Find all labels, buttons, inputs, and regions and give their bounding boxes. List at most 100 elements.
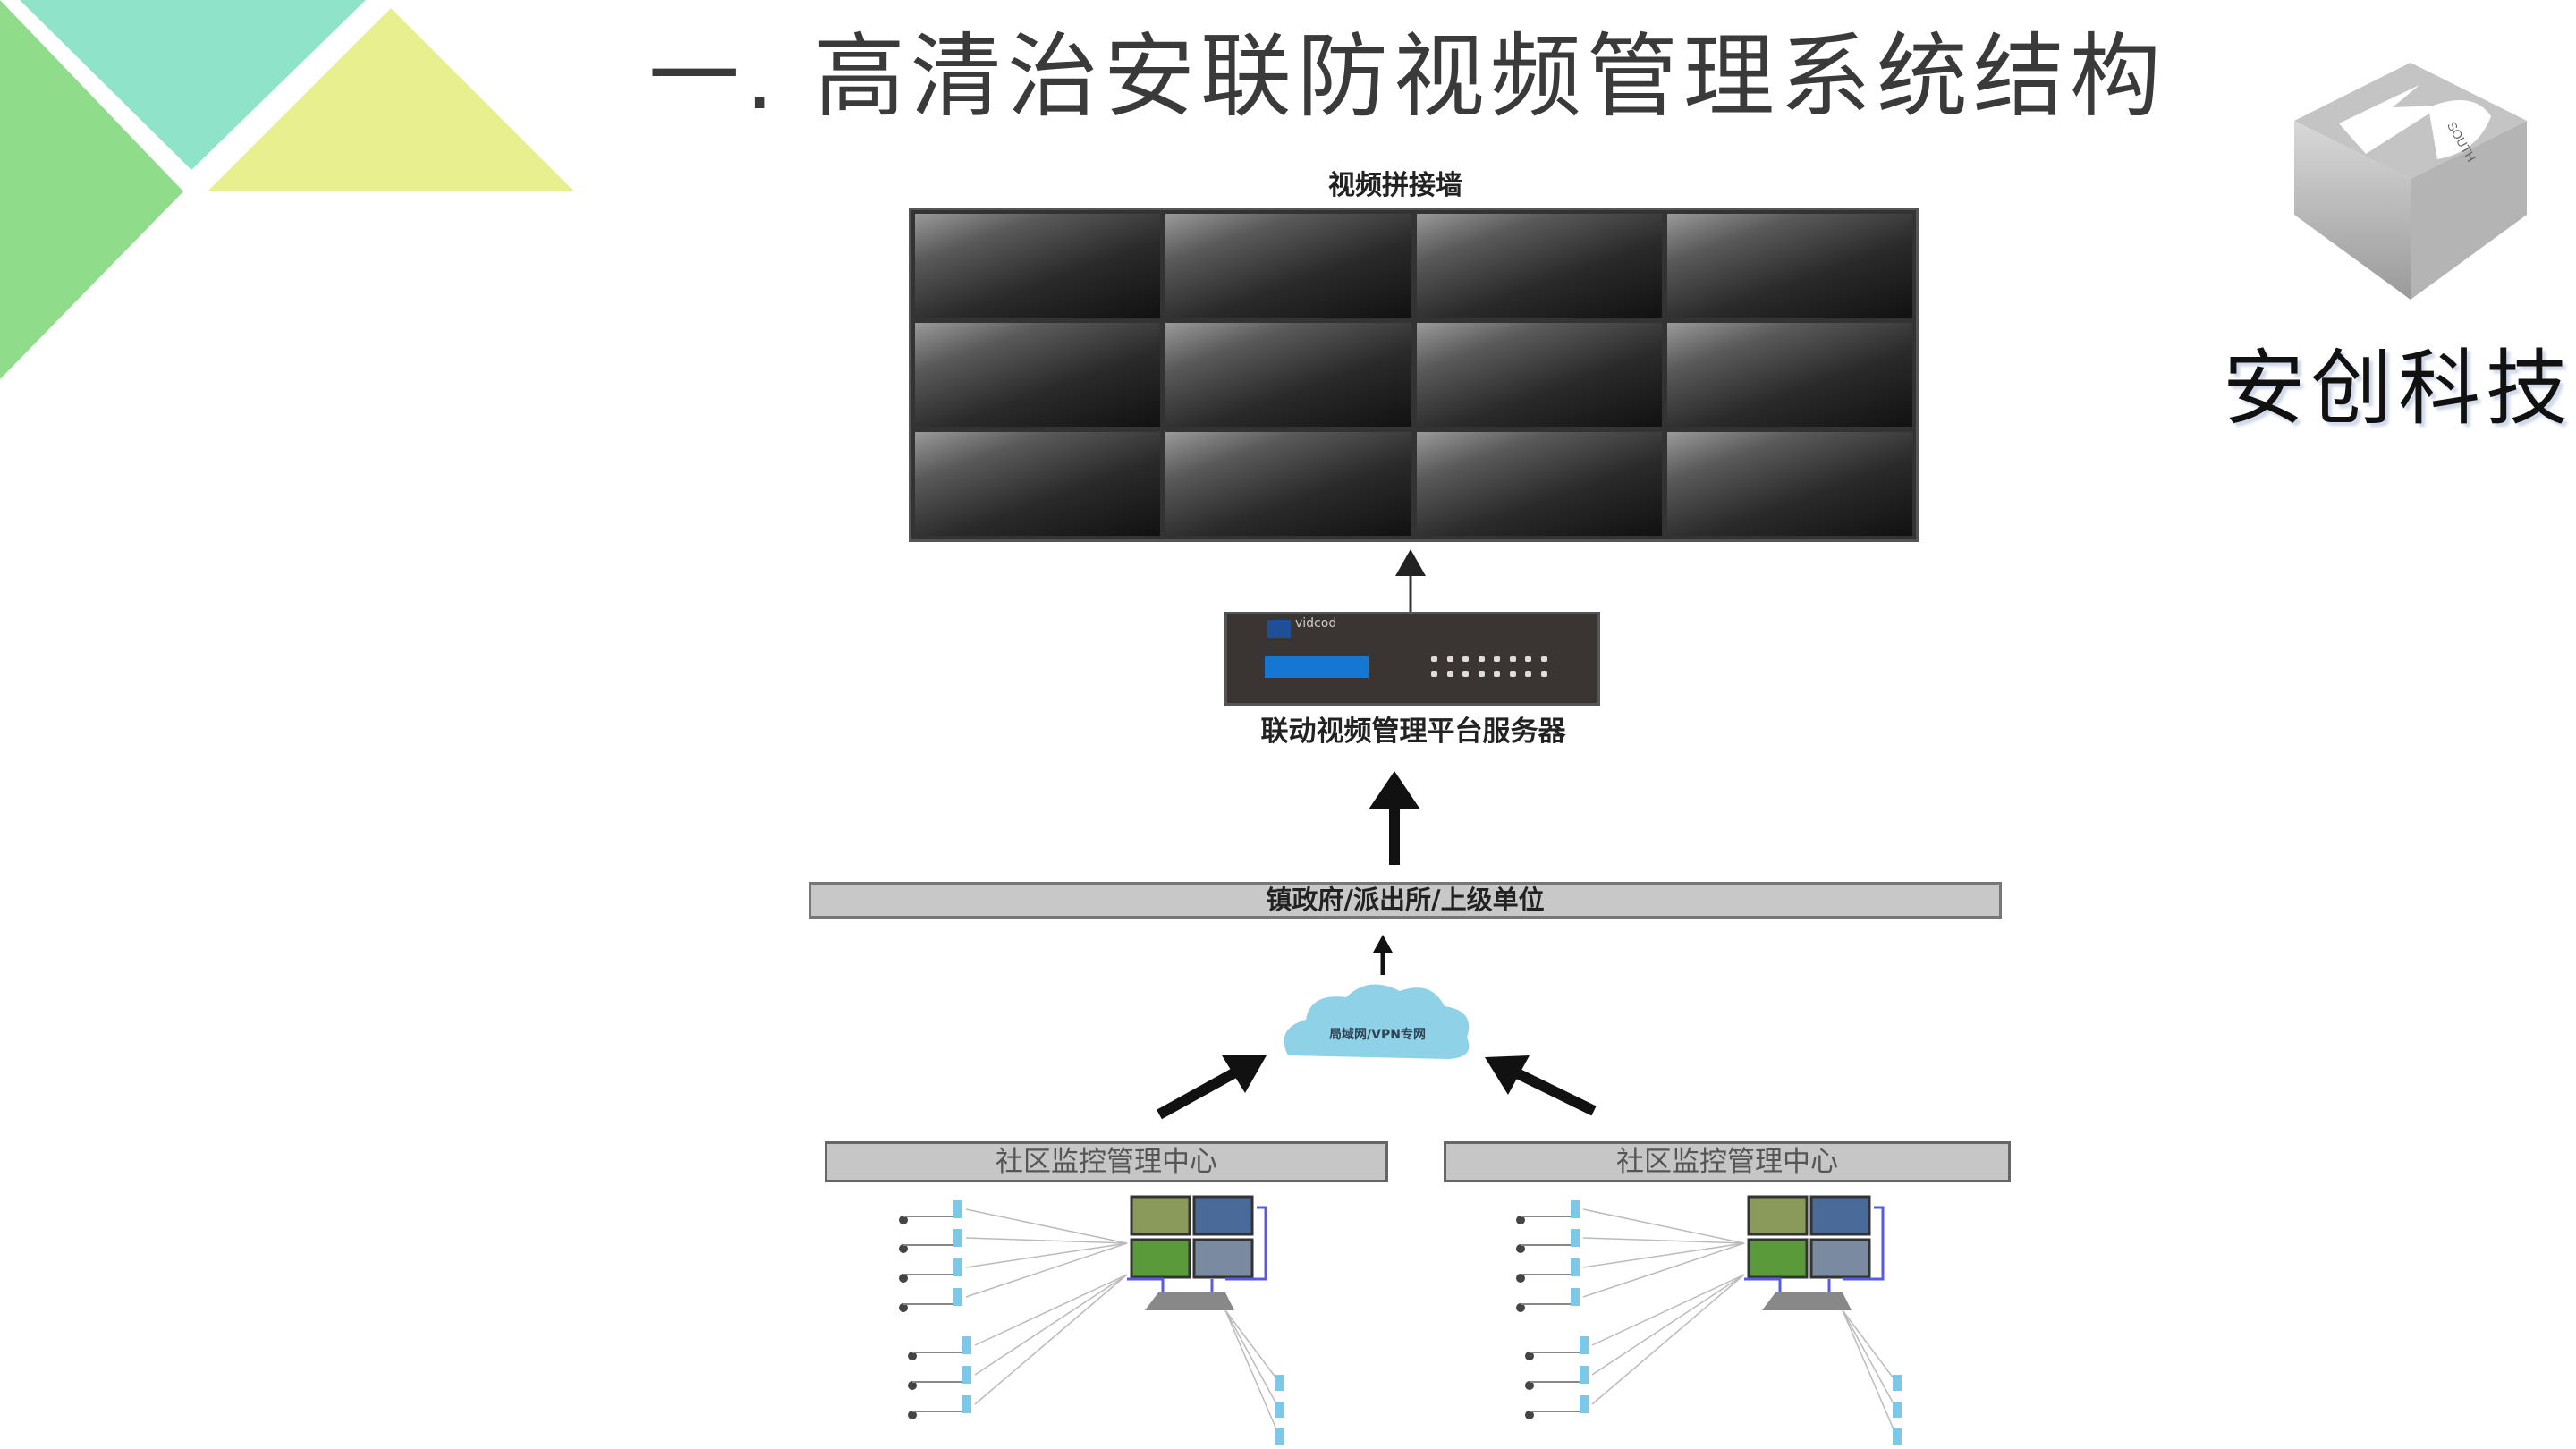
led-indicator (1446, 656, 1453, 662)
arrow-server-to-wall (1395, 549, 1426, 612)
nvr-switch-icon (1145, 1292, 1234, 1310)
led-indicator (1525, 656, 1531, 662)
cloud-icon (1284, 984, 1470, 1059)
network-link (1224, 1309, 1280, 1383)
led-indicator (1494, 671, 1500, 677)
wall-screen (915, 432, 1161, 536)
wall-screen (915, 323, 1161, 427)
decorative-triangles (0, 0, 574, 379)
arrow-gov-to-server (1368, 771, 1420, 865)
network-link (974, 1274, 1128, 1376)
encoder-icon (1580, 1336, 1589, 1354)
teal-triangle (20, 0, 366, 170)
wall-screen (1416, 432, 1662, 536)
network-link (1224, 1309, 1280, 1436)
led-indicator (1509, 656, 1516, 662)
community-diagram-right (1516, 1195, 1902, 1445)
video-cable (1127, 1206, 1267, 1292)
network-link (1582, 1208, 1745, 1244)
server-brand: vidcod (1295, 616, 1337, 631)
server-display (1265, 656, 1368, 678)
wall-screen (1416, 323, 1662, 427)
camera-icon (1525, 1411, 1534, 1419)
network-link (974, 1274, 1128, 1405)
encoder-icon (1580, 1395, 1589, 1413)
wall-screen (1666, 323, 1912, 427)
terminal-icon (1893, 1375, 1902, 1391)
camera-icon (899, 1303, 908, 1312)
server-leds (1431, 656, 1556, 679)
led-indicator (1431, 671, 1437, 677)
camera-icon (899, 1274, 908, 1283)
green-triangle (0, 0, 183, 379)
arrow-cloud-to-gov (1373, 935, 1393, 975)
wall-screen (1666, 432, 1912, 536)
network-link (965, 1237, 1128, 1244)
led-indicator (1478, 671, 1485, 677)
encoder-icon (962, 1366, 971, 1384)
camera-icon (908, 1352, 917, 1360)
monitor-screen (1130, 1195, 1191, 1236)
monitor-screen (1130, 1238, 1191, 1279)
led-indicator (1525, 671, 1531, 677)
government-bar: 镇政府/派出所/上级单位 (809, 882, 2002, 919)
network-link (965, 1208, 1128, 1244)
cloud-label: 局域网/VPN专网 (1329, 1028, 1426, 1042)
network-link (1842, 1309, 1897, 1410)
camera-icon (1516, 1274, 1525, 1283)
video-wall (909, 208, 1919, 542)
camera-icon (899, 1244, 908, 1253)
encoder-icon (953, 1258, 962, 1276)
network-link (1591, 1274, 1745, 1376)
slide-title: 一. 高清治安联防视频管理系统结构 (648, 24, 2166, 131)
monitor-screen (1192, 1195, 1254, 1236)
network-link (974, 1274, 1128, 1346)
encoder-icon (1571, 1288, 1580, 1306)
network-link (1224, 1309, 1280, 1410)
camera-icon (1525, 1352, 1534, 1360)
led-indicator (1509, 671, 1516, 677)
video-wall-label: 视频拼接墙 (1328, 170, 1462, 201)
terminal-icon (1893, 1402, 1902, 1418)
led-indicator (1462, 671, 1469, 677)
company-logo-icon: SOUTH (2294, 63, 2527, 300)
network-link (1591, 1274, 1745, 1405)
community-center-right: 社区监控管理中心 (1444, 1141, 2011, 1182)
yellow-triangle (208, 8, 574, 191)
community-center-left: 社区监控管理中心 (825, 1141, 1388, 1182)
terminal-icon (1893, 1428, 1902, 1445)
encoder-icon (962, 1395, 971, 1413)
camera-icon (908, 1411, 917, 1419)
camera-icon (1516, 1244, 1525, 1253)
network-link (1842, 1309, 1897, 1383)
led-indicator (1431, 656, 1437, 662)
brand-logo-icon (1267, 620, 1291, 638)
led-indicator (1494, 656, 1500, 662)
encoder-icon (1571, 1229, 1580, 1247)
wall-screen (1416, 214, 1662, 318)
monitor-screen (1809, 1238, 1871, 1279)
video-cable (1744, 1206, 1885, 1292)
led-indicator (1540, 656, 1547, 662)
wall-screen (1165, 432, 1411, 536)
network-link (965, 1242, 1128, 1268)
monitor-screen (1809, 1195, 1871, 1236)
encoder-icon (962, 1336, 971, 1354)
server-label: 联动视频管理平台服务器 (1260, 716, 1566, 748)
encoder-icon (953, 1229, 962, 1247)
monitor-screen (1747, 1238, 1809, 1279)
terminal-icon (1275, 1375, 1284, 1391)
company-name: 安创科技 (2223, 341, 2574, 436)
camera-icon (908, 1381, 917, 1390)
camera-icon (899, 1216, 908, 1224)
nvr-switch-icon (1762, 1292, 1852, 1310)
arrow-left-community-to-cloud (1157, 1055, 1267, 1120)
encoder-icon (1580, 1366, 1589, 1384)
encoder-icon (1571, 1200, 1580, 1218)
led-indicator (1446, 671, 1453, 677)
network-link (1582, 1237, 1745, 1244)
terminal-icon (1275, 1428, 1284, 1445)
video-management-server: vidcod (1224, 612, 1600, 706)
encoder-icon (953, 1200, 962, 1218)
